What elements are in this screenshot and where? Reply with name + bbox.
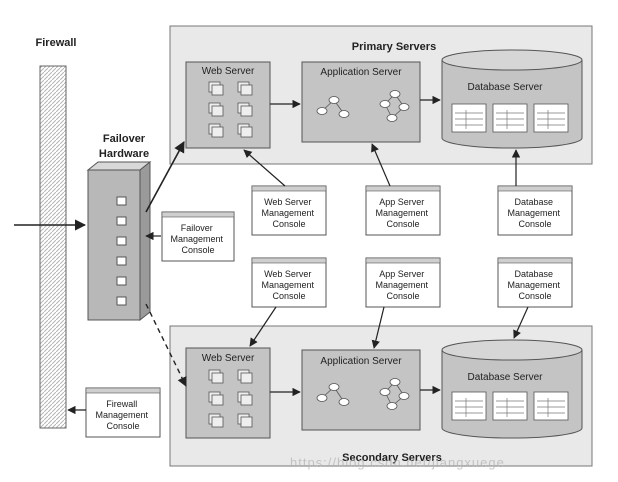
process-graph-icons xyxy=(316,90,410,122)
secondary-database-console: Database Management Console xyxy=(497,257,573,308)
primary-web-server-console: Web Server Management Console xyxy=(251,185,327,236)
console-line-2: Management xyxy=(507,280,560,290)
primary-application-server-label: Application Server xyxy=(320,67,402,78)
failover-hardware-device xyxy=(86,160,152,322)
secondary-web-server: Web Server xyxy=(185,347,271,439)
secondary-database-server-label: Database Server xyxy=(467,372,543,383)
console-line-1: App Server xyxy=(379,197,424,207)
primary-application-server: Application Server xyxy=(301,61,421,143)
console-line-1: Failover xyxy=(181,223,213,233)
primary-web-server-label: Web Server xyxy=(202,66,255,77)
console-line-1: Database xyxy=(514,269,553,279)
secondary-web-server-console: Web Server Management Console xyxy=(251,257,327,308)
secondary-servers-title: Secondary Servers xyxy=(342,452,442,464)
watermark-text: https://blog.csdn.net/jiangxuege xyxy=(290,455,505,470)
app-console-to-primary-arrow xyxy=(371,143,391,187)
secondary-app-server-console: App Server Management Console xyxy=(365,257,441,308)
console-line-1: Firewall xyxy=(106,399,137,409)
svg-text:Web Server Management: Web Server Management Console xyxy=(261,197,316,229)
secondary-database-server: Database Server xyxy=(441,339,583,439)
failover-hardware-label-line2: Hardware xyxy=(99,148,149,160)
secondary-application-server-label: Application Server xyxy=(320,356,402,367)
svg-text:App Server Management: App Server Management Console xyxy=(375,269,430,301)
db-console-to-secondary-arrow xyxy=(513,306,529,339)
svg-text:Firewall Management: Firewall Management Console xyxy=(95,399,150,431)
console-line-1: Web Server xyxy=(264,197,311,207)
console-line-3: Console xyxy=(272,219,305,229)
database-table-icons xyxy=(451,103,569,133)
primary-web-server: Web Server xyxy=(185,61,271,149)
console-line-2: Management xyxy=(375,208,428,218)
console-line-1: App Server xyxy=(379,269,424,279)
web-page-icons xyxy=(208,369,253,428)
firewall-management-console: Firewall Management Console xyxy=(85,387,161,438)
app-console-to-secondary-arrow xyxy=(371,306,385,349)
web-page-icons xyxy=(208,81,253,138)
console-line-2: Management xyxy=(95,410,148,420)
secondary-application-server: Application Server xyxy=(301,349,421,431)
console-line-2: Management xyxy=(261,208,314,218)
console-line-3: Console xyxy=(518,291,551,301)
console-line-2: Management xyxy=(170,234,223,244)
console-line-3: Console xyxy=(181,245,214,255)
console-line-3: Console xyxy=(386,291,419,301)
primary-app-server-console: App Server Management Console xyxy=(365,185,441,236)
console-line-3: Console xyxy=(518,219,551,229)
failover-to-primary-arrow xyxy=(145,141,185,213)
svg-text:Web Server Management: Web Server Management Console xyxy=(261,269,316,301)
console-line-3: Console xyxy=(386,219,419,229)
console-line-3: Console xyxy=(106,421,139,431)
primary-servers-tier: Primary Servers Web Server Application S… xyxy=(169,25,593,165)
svg-text:App Server Management: App Server Management Console xyxy=(375,197,430,229)
connectors xyxy=(14,95,529,415)
svg-text:Database Management: Database Management Console xyxy=(507,197,562,229)
secondary-servers-tier: Secondary Servers Web Server Application… xyxy=(169,325,593,467)
firewall-wall xyxy=(39,65,67,429)
database-table-icons xyxy=(451,391,569,421)
console-line-1: Database xyxy=(514,197,553,207)
svg-text:Database Management: Database Management Console xyxy=(507,269,562,301)
failover-management-console: Failover Management Console xyxy=(161,211,235,262)
web-console-to-primary-arrow xyxy=(243,149,286,187)
svg-text:Failover Management: Failover Management Console xyxy=(170,223,225,255)
primary-database-server-label: Database Server xyxy=(467,82,543,93)
failover-hardware-label-line1: Failover xyxy=(103,133,146,145)
firewall-label: Firewall xyxy=(36,37,77,49)
console-line-2: Management xyxy=(375,280,428,290)
primary-servers-title: Primary Servers xyxy=(352,41,436,53)
console-line-3: Console xyxy=(272,291,305,301)
secondary-web-server-label: Web Server xyxy=(202,353,255,364)
console-line-2: Management xyxy=(507,208,560,218)
console-line-2: Management xyxy=(261,280,314,290)
web-console-to-secondary-arrow xyxy=(249,306,277,347)
console-line-1: Web Server xyxy=(264,269,311,279)
failover-to-secondary-arrow xyxy=(145,303,187,387)
primary-database-console: Database Management Console xyxy=(497,185,573,236)
process-graph-icons xyxy=(316,378,410,410)
primary-database-server: Database Server xyxy=(441,49,583,149)
